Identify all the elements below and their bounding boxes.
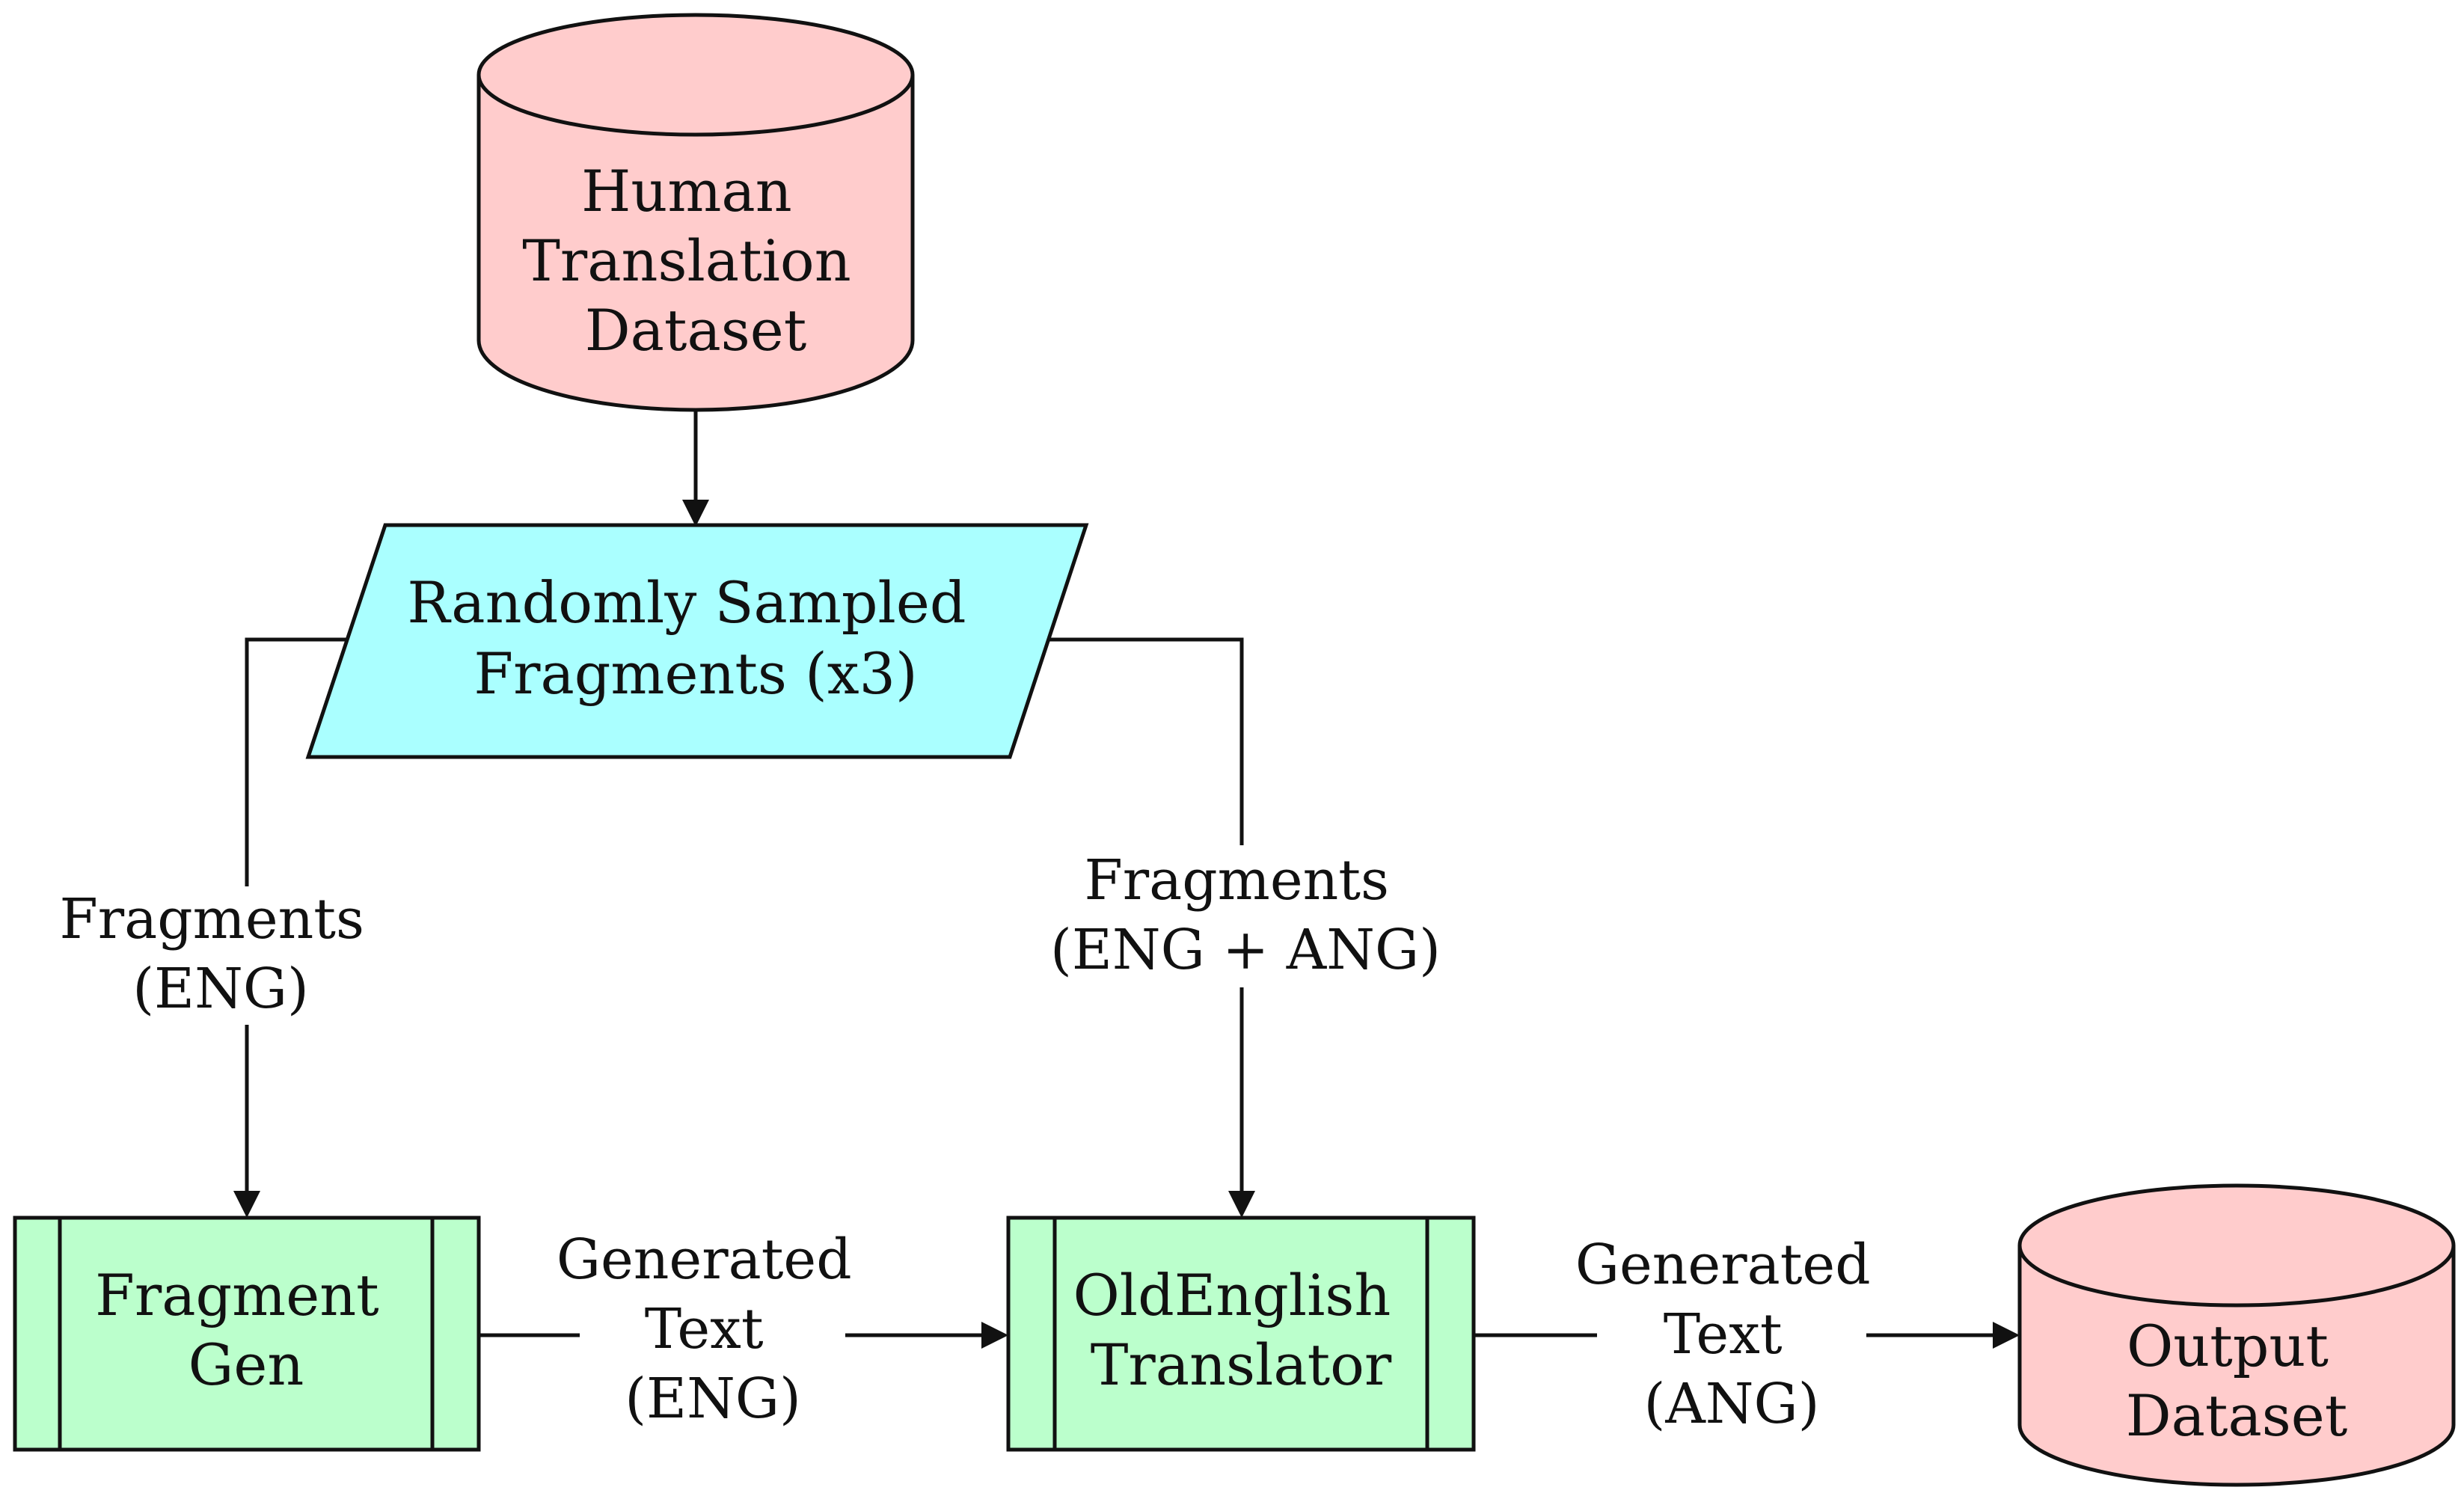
fragment-gen-node: Fragment Gen	[13, 1216, 481, 1452]
human-dataset-body	[476, 75, 915, 412]
sampled-fragments-label-line2: Fragments (x3)	[474, 640, 917, 707]
translator-node: OldEnglish Translator	[1006, 1216, 1476, 1452]
translator-label-line1: OldEnglish	[1073, 1262, 1391, 1328]
edge-label-fragments-eng-ang-line2: (ENG + ANG)	[1050, 918, 1441, 982]
edge-label-fragments-eng-line1: Fragments	[59, 887, 364, 951]
output-dataset-label-line2: Dataset	[2126, 1382, 2348, 1449]
human-dataset-label-line3: Dataset	[585, 297, 807, 364]
output-dataset-cylinder: Output Dataset	[2017, 1183, 2456, 1487]
translator-box	[1006, 1216, 1476, 1452]
output-dataset-label-line1: Output	[2127, 1313, 2329, 1379]
edge-label-fragments-eng-ang: Fragments (ENG + ANG)	[1050, 848, 1441, 982]
output-dataset-label: Output Dataset	[2126, 1313, 2348, 1449]
sampled-fragments-label: Randomly Sampled Fragments (x3)	[407, 569, 984, 707]
fragment-gen-box	[13, 1216, 481, 1452]
human-dataset-top	[476, 13, 915, 137]
edge-label-fragments-eng-ang-line1: Fragments	[1084, 848, 1389, 913]
human-dataset-cylinder: Human Translation Dataset	[476, 13, 915, 412]
edge-label-generated-eng: Generated Text (ENG)	[557, 1227, 869, 1431]
edge-label-generated-eng-line1: Generated	[557, 1227, 852, 1292]
edge-label-generated-eng-line2: Text	[645, 1297, 764, 1361]
output-dataset-body	[2017, 1245, 2456, 1487]
translator-label: OldEnglish Translator	[1073, 1262, 1409, 1398]
connectors	[233, 410, 2020, 1349]
edge-label-fragments-eng-line2: (ENG)	[132, 957, 309, 1021]
sampled-fragments-label-line1: Randomly Sampled	[407, 569, 966, 636]
fragment-gen-label: Fragment Gen	[95, 1262, 397, 1398]
edge-label-fragments-eng: Fragments (ENG)	[59, 887, 381, 1021]
arrowhead-to-translator-input	[981, 1322, 1008, 1349]
fragment-gen-label-line1: Fragment	[95, 1262, 379, 1328]
line-right-branch-upper	[1044, 637, 1244, 845]
fragment-gen-label-line2: Gen	[189, 1331, 304, 1398]
human-dataset-label-line1: Human	[581, 158, 792, 224]
translator-label-line2: Translator	[1091, 1331, 1392, 1398]
edge-label-generated-ang-line3: (ANG)	[1643, 1372, 1819, 1436]
line-left-branch-upper	[245, 637, 348, 886]
sampled-fragments-node: Randomly Sampled Fragments (x3)	[305, 523, 1089, 759]
human-dataset-label: Human Translation Dataset	[522, 158, 869, 364]
sampled-fragments-shape	[305, 523, 1089, 759]
human-dataset-label-line2: Translation	[522, 227, 851, 294]
arrowhead-to-translator	[1228, 1191, 1255, 1218]
arrowhead-to-fragment-gen	[233, 1191, 260, 1218]
edge-label-generated-eng-line3: (ENG)	[625, 1367, 801, 1431]
arrowhead-to-output	[1993, 1322, 2020, 1349]
edge-label-generated-ang-line1: Generated	[1575, 1233, 1871, 1297]
edge-label-generated-ang: Generated Text (ANG)	[1575, 1233, 1888, 1436]
edge-label-generated-ang-line2: Text	[1664, 1302, 1783, 1367]
output-dataset-top	[2017, 1183, 2456, 1308]
arrowhead-dataset-to-fragments	[682, 500, 709, 527]
